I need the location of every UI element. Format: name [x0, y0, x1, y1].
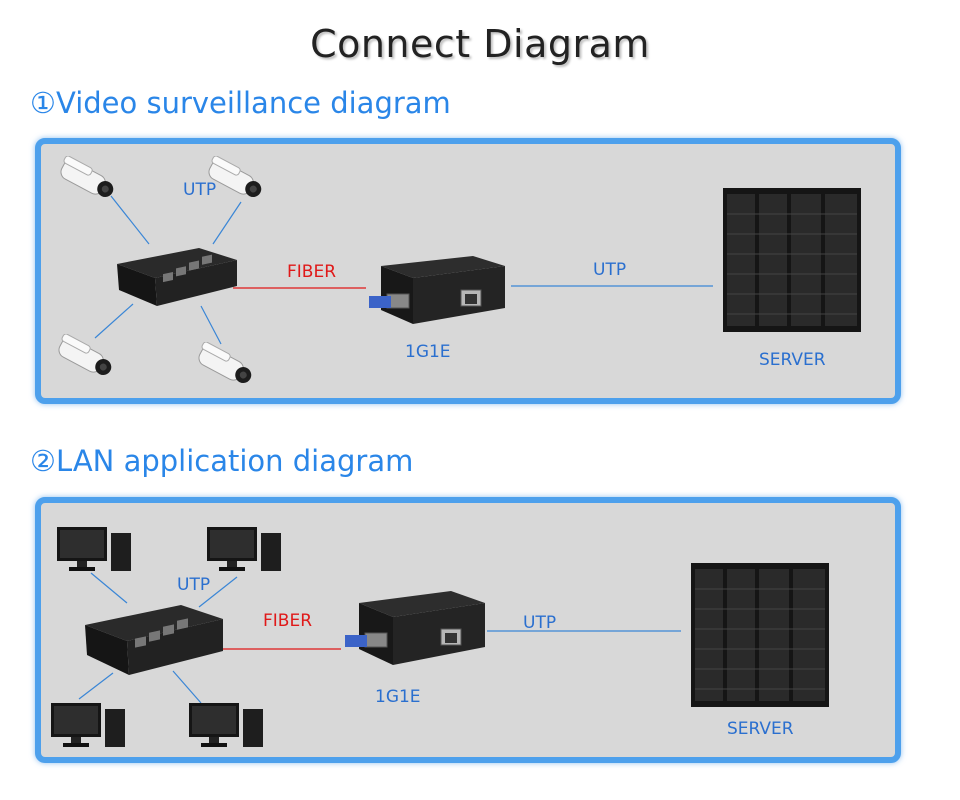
computer-icon	[57, 527, 131, 571]
fiber-label: FIBER	[263, 611, 313, 631]
section-title-lan-application: ②LAN application diagram	[30, 444, 414, 478]
page-title: Connect Diagram	[310, 22, 650, 66]
computer-icon	[189, 703, 263, 747]
converter-label: 1G1E	[375, 687, 421, 707]
computer-icon	[207, 527, 281, 571]
ethernet-switch-icon	[117, 248, 237, 306]
utp-line-pc-1	[90, 572, 128, 604]
server-label: SERVER	[727, 719, 794, 739]
connection-lines	[94, 195, 713, 345]
section-title-video-surveillance: ①Video surveillance diagram	[30, 86, 451, 120]
camera-icon	[208, 156, 262, 198]
camera-icon	[60, 156, 114, 198]
video-surveillance-diagram: UTP FIBER UTP 1G1E SERVER	[35, 138, 901, 404]
camera-icon	[58, 334, 112, 376]
utp-line-camera-1	[110, 195, 150, 245]
media-converter-icon	[369, 256, 505, 324]
ethernet-switch-icon	[85, 605, 223, 675]
utp-line-camera-4	[200, 305, 222, 345]
utp-label-server: UTP	[523, 613, 557, 633]
converter-label: 1G1E	[405, 342, 451, 362]
utp-line-camera-3	[94, 303, 134, 339]
server-rack-icon	[691, 563, 829, 707]
camera-icon	[198, 342, 252, 384]
server-rack-icon	[723, 188, 861, 332]
computer-icon	[51, 703, 125, 747]
utp-label-computers: UTP	[177, 575, 211, 595]
media-converter-icon	[345, 591, 485, 665]
utp-line-pc-2	[198, 576, 238, 608]
lan-application-diagram: UTP FIBER UTP 1G1E SERVER	[35, 497, 901, 763]
utp-label-cameras: UTP	[183, 180, 217, 200]
utp-line-pc-3	[78, 672, 114, 700]
utp-label-server: UTP	[593, 260, 627, 280]
server-label: SERVER	[759, 350, 826, 370]
fiber-label: FIBER	[287, 262, 337, 282]
connection-lines	[78, 572, 681, 704]
utp-line-pc-4	[172, 670, 202, 704]
utp-line-camera-2	[212, 201, 242, 245]
